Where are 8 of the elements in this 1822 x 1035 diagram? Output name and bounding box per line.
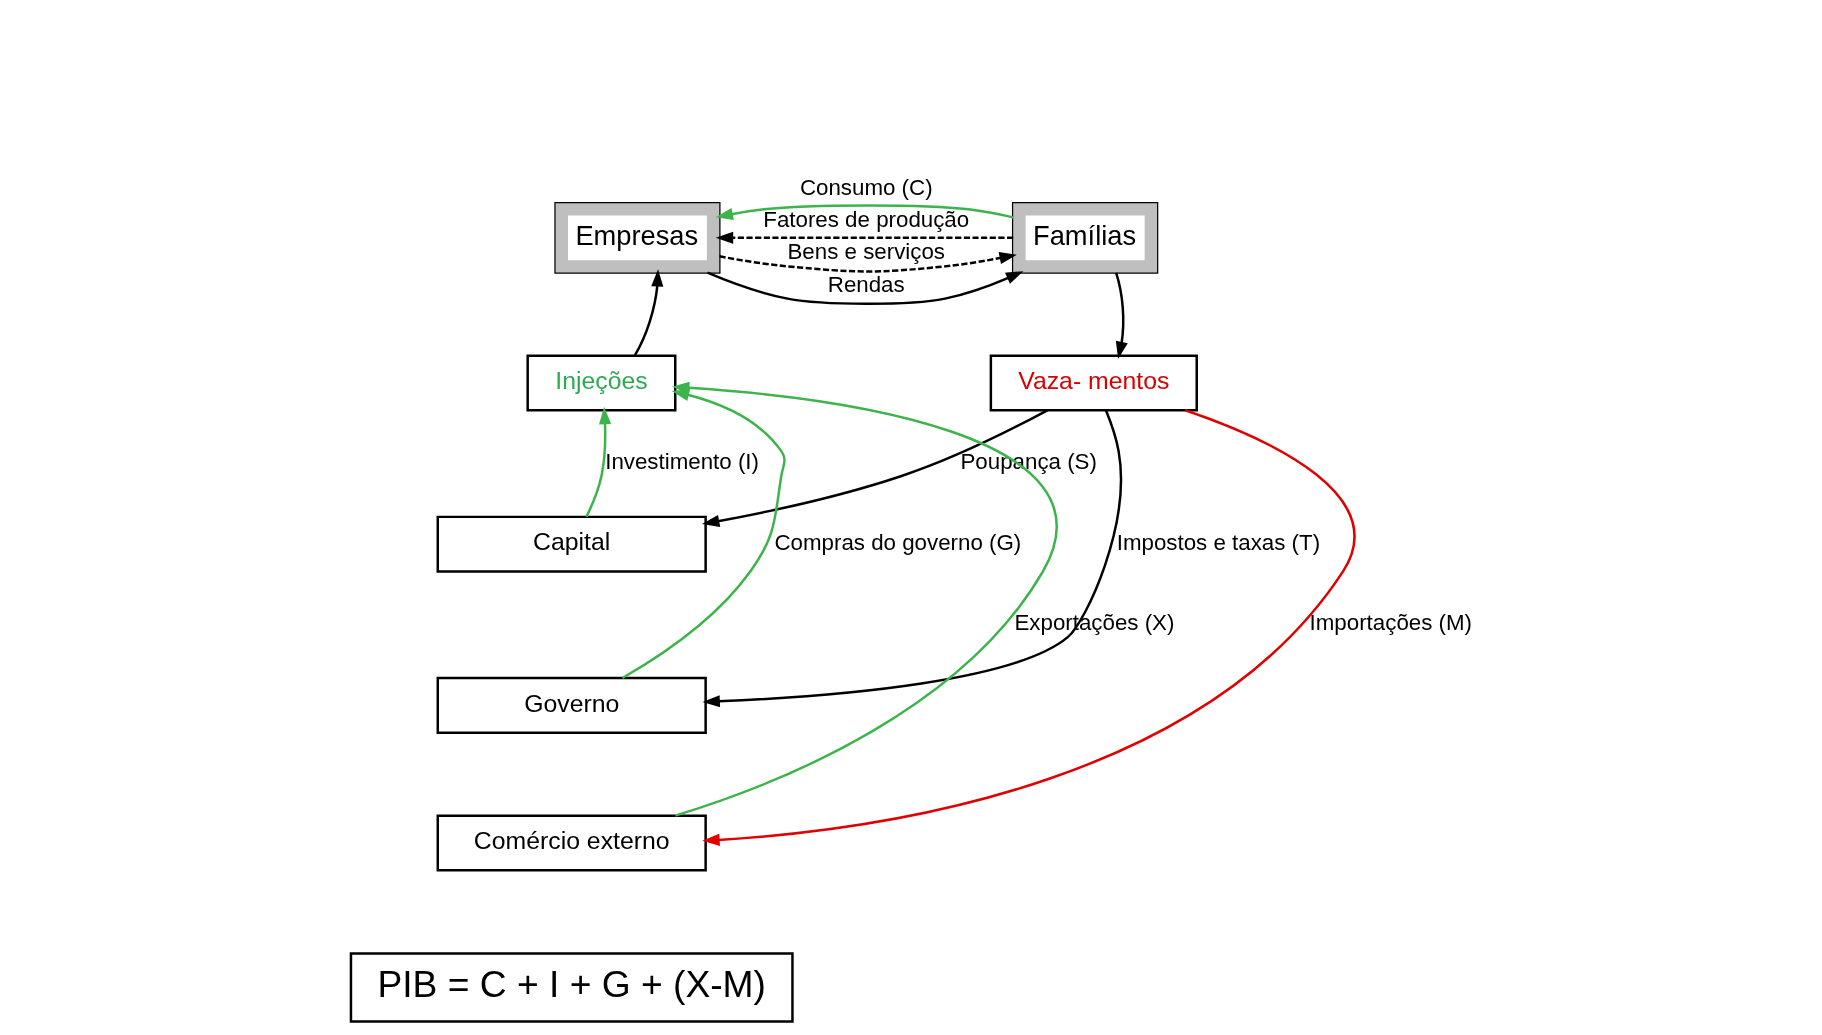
edge-label: Investimento (I) (604, 449, 759, 475)
edge-label: Fatores de produção (762, 207, 969, 233)
edge-label: Consumo (C) (799, 174, 933, 200)
edge-label: Compras do governo (G) (773, 529, 1021, 555)
edge-label: Impostos e taxas (T) (1116, 529, 1320, 555)
edge-label: Importações (M) (1309, 610, 1472, 636)
edge-label: Rendas (827, 271, 905, 297)
edge-label: Bens e serviços (786, 239, 945, 265)
